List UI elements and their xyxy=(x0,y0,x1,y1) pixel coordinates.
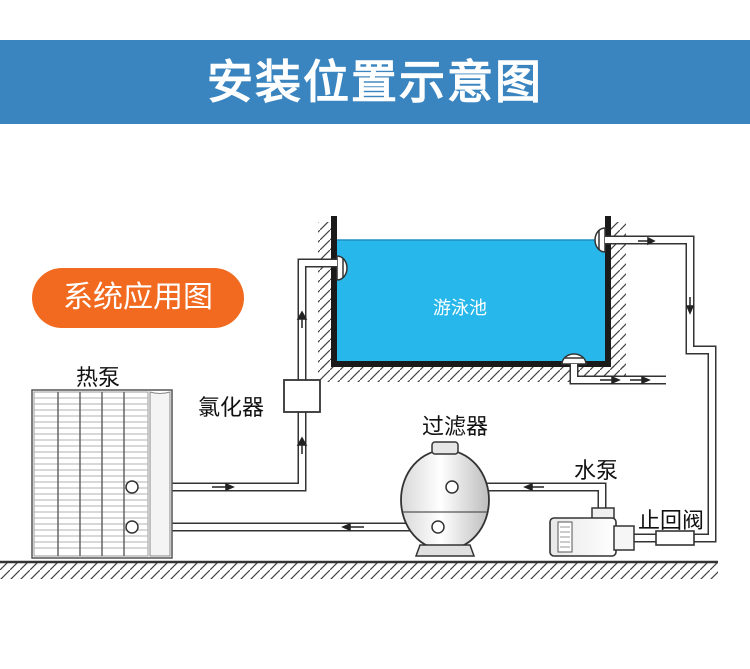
system-diagram-badge-label: 系统应用图 xyxy=(63,280,213,315)
label-pool: 游泳池 xyxy=(433,298,487,319)
title-banner xyxy=(0,40,750,124)
page-title: 安装位置示意图 xyxy=(207,55,543,109)
water-pump xyxy=(549,507,635,557)
label-chlorinator: 氯化器 xyxy=(198,396,265,421)
pool-fittings xyxy=(336,227,606,365)
pool xyxy=(331,216,611,367)
sand-filter xyxy=(400,441,490,557)
label-filter: 过滤器 xyxy=(422,415,489,440)
label-check-valve: 止回阀 xyxy=(638,509,705,534)
system-diagram-badge xyxy=(32,268,244,328)
label-water-pump: 水泵 xyxy=(574,459,619,484)
heat-pump-unit xyxy=(31,389,173,559)
ground xyxy=(0,560,718,579)
pool-basin-walls xyxy=(318,222,626,382)
check-valve xyxy=(655,530,695,546)
chlorinator-box xyxy=(283,379,321,413)
label-heat-pump: 热泵 xyxy=(76,366,121,391)
